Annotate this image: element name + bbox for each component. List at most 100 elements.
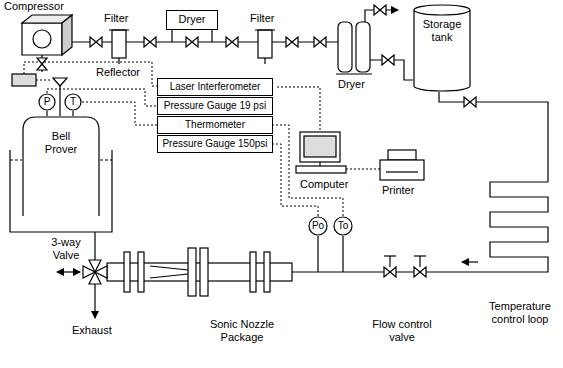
- valve: [419, 256, 420, 267]
- computer: [296, 132, 346, 173]
- sensor-stem: [318, 236, 343, 272]
- node-text: Thermometer: [185, 119, 245, 131]
- sonic-nozzle-package: [200, 248, 208, 296]
- node-text: Po: [312, 220, 324, 232]
- signal-line: [273, 125, 343, 216]
- part-label: Dryer: [338, 78, 365, 91]
- valve: [374, 5, 386, 15]
- computer: [296, 166, 346, 173]
- node-text: Laser Interferometer: [170, 81, 261, 93]
- air-pipe: [462, 261, 478, 262]
- part-label: Flow control valve: [360, 318, 444, 344]
- signal-line: [47, 89, 157, 106]
- valve: [384, 255, 396, 256]
- part-label: Temperature control loop: [482, 300, 558, 326]
- valve: [314, 37, 326, 47]
- computer: [319, 162, 320, 166]
- computer: [304, 136, 336, 157]
- part-label: Sonic Nozzle Package: [200, 318, 284, 344]
- part-label: Computer: [300, 178, 348, 191]
- bell-prover: Bell Prover: [22, 116, 100, 216]
- valve: [384, 267, 396, 277]
- printer: [388, 150, 416, 160]
- node-text: To: [338, 220, 349, 232]
- part-label: 3-way Valve: [44, 236, 88, 262]
- valve: [414, 255, 426, 256]
- three-way-valve: [89, 260, 101, 272]
- compressor: [22, 15, 72, 55]
- three-way-valve: [89, 272, 101, 284]
- part-label: Exhaust: [72, 324, 112, 337]
- sensor-circle: T: [64, 93, 82, 111]
- printer: [346, 150, 424, 180]
- laser-head: [36, 79, 52, 80]
- temperature-coil: [490, 182, 548, 272]
- filter: [258, 30, 272, 58]
- sonic-nozzle-package: [250, 252, 256, 292]
- air-pipe: [439, 92, 548, 182]
- compressor: [62, 15, 72, 55]
- data-cable: [277, 87, 320, 132]
- printer: [346, 169, 380, 170]
- compressor: [22, 23, 62, 55]
- instrument-box: Pressure Gauge 19 psi: [157, 97, 273, 115]
- node-text: Storage tank: [418, 18, 466, 44]
- valve: [382, 55, 394, 65]
- twin-dryer: [356, 22, 370, 72]
- part-label: Compressor: [4, 0, 64, 13]
- printer: [380, 160, 424, 180]
- reflector: [53, 78, 67, 86]
- valve: [90, 37, 102, 47]
- part-label: Reflector: [96, 66, 140, 79]
- printer: [386, 171, 418, 172]
- node-text: Pressure Gauge 19 psi: [164, 100, 266, 112]
- node-text: Pressure Gauge 150psi: [162, 138, 267, 150]
- sensor-stem: [318, 236, 343, 272]
- instrument-box: Laser Interferometer: [157, 78, 273, 96]
- instrument-box: Pressure Gauge 150psi: [157, 135, 273, 153]
- valve: [389, 256, 390, 267]
- sonic-nozzle-package: [124, 252, 130, 292]
- node-text: Dryer: [179, 13, 206, 26]
- valve: [144, 37, 156, 47]
- valve: [37, 58, 47, 70]
- sonic-nozzle-package: [138, 252, 144, 292]
- valve: [464, 97, 476, 107]
- twin-dryer: [336, 22, 372, 74]
- node-text: T: [70, 96, 76, 108]
- air-pipe: [172, 30, 212, 42]
- sensor-circle: To: [333, 216, 353, 236]
- storage-tank: Storage tank: [413, 4, 471, 92]
- part-label: Filter: [104, 12, 128, 25]
- sonic-nozzle-package: [150, 266, 188, 278]
- sonic-nozzle-package: [264, 252, 270, 292]
- apparatus-drawing: [10, 10, 548, 318]
- valve: [286, 37, 298, 47]
- twin-dryer: [338, 22, 352, 72]
- reflector: [53, 78, 67, 86]
- water-tank: [10, 86, 112, 232]
- valve: [37, 5, 476, 277]
- sonic-nozzle-package: [107, 248, 292, 296]
- filter: [112, 30, 126, 58]
- air-pipe: [94, 284, 95, 318]
- twin-dryer: [336, 73, 372, 74]
- part-label: Filter: [250, 12, 274, 25]
- node-text: P: [44, 96, 51, 108]
- laser-head: [12, 62, 157, 86]
- filter: [109, 30, 275, 64]
- air-pipe: [42, 10, 548, 318]
- instrument-box: Thermometer: [157, 116, 273, 134]
- part-label: Printer: [382, 184, 414, 197]
- laser-head: [12, 74, 36, 86]
- air-pipe: [57, 271, 80, 272]
- node-text: Bell Prover: [39, 130, 83, 156]
- filter: [255, 30, 275, 64]
- air-pipe: [94, 232, 95, 260]
- sensor-circle: Po: [308, 216, 328, 236]
- valve: [226, 37, 238, 47]
- computer: [300, 132, 340, 162]
- filter: [109, 30, 129, 64]
- valve: [414, 267, 426, 277]
- storage-tank-outline: [413, 4, 471, 92]
